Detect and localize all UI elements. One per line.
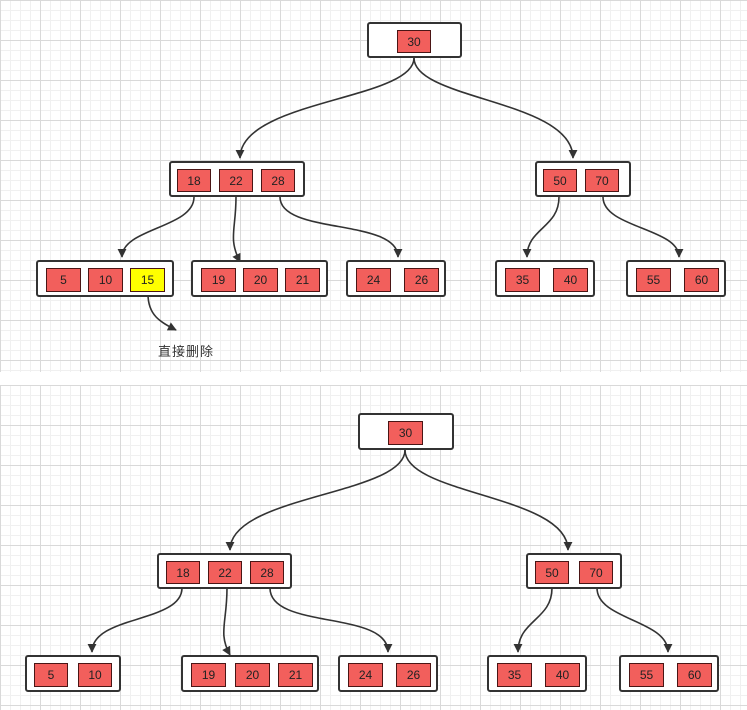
key-60: 60 [677,663,712,687]
edge-right-to-leaf5 [602,196,684,258]
key-20: 20 [235,663,270,687]
edge-left-to-leaf1 [117,196,195,258]
key-15-highlighted: 15 [130,268,165,292]
edge-left-to-leaf1 [87,587,183,653]
panel-separator [0,372,747,385]
key-28: 28 [261,169,295,192]
key-70: 70 [585,169,619,192]
key-60: 60 [684,268,719,292]
key-5: 5 [46,268,81,292]
leaf-node-5: 55 60 [619,655,719,692]
root-node: 30 [367,22,462,58]
key-22: 22 [208,561,242,584]
key-10: 10 [78,663,112,687]
key-26: 26 [396,663,431,687]
internal-node-left: 18 22 28 [157,553,292,589]
leaf-node-4: 35 40 [487,655,587,692]
edge-right-to-leaf4 [522,196,560,258]
key-18: 18 [166,561,200,584]
leaf-node-1: 5 10 15 [36,260,174,297]
diagram-before-delete: 30 18 22 28 50 70 5 10 15 19 20 21 24 26… [0,0,747,372]
key-35: 35 [497,663,532,687]
key-40: 40 [545,663,580,687]
edge-right-to-leaf5 [596,587,673,653]
edge-right-to-leaf4 [513,587,553,653]
key-5: 5 [34,663,68,687]
key-35: 35 [505,268,540,292]
leaf-node-4: 35 40 [495,260,595,297]
leaf-node-3: 24 26 [338,655,438,692]
internal-node-left: 18 22 28 [169,161,305,197]
key-19: 19 [201,268,236,292]
key-50: 50 [543,169,577,192]
edge-left-to-leaf2 [232,196,241,263]
key-30: 30 [397,30,431,53]
edge-root-to-right [413,57,578,159]
edge-delete-arrow [147,293,177,331]
key-18: 18 [177,169,211,192]
delete-note: 直接删除 [158,345,215,360]
key-55: 55 [629,663,664,687]
key-20: 20 [243,268,278,292]
internal-node-right: 50 70 [526,553,622,589]
key-50: 50 [535,561,569,584]
key-24: 24 [348,663,383,687]
key-21: 21 [278,663,313,687]
key-22: 22 [219,169,253,192]
leaf-node-2: 19 20 21 [181,655,319,692]
edge-left-to-leaf3 [279,196,403,258]
leaf-node-1: 5 10 [25,655,121,692]
edge-root-to-left [225,449,406,551]
edge-root-to-left [235,57,415,159]
leaf-node-2: 19 20 21 [191,260,328,297]
key-55: 55 [636,268,671,292]
edge-root-to-right [404,449,573,551]
key-21: 21 [285,268,320,292]
diagram-after-delete: 30 18 22 28 50 70 5 10 19 20 21 24 26 35… [0,385,747,710]
key-40: 40 [553,268,588,292]
leaf-node-3: 24 26 [346,260,446,297]
key-30: 30 [388,421,423,445]
tree-edges [87,449,673,656]
key-24: 24 [356,268,391,292]
key-28: 28 [250,561,284,584]
key-10: 10 [88,268,123,292]
edge-left-to-leaf2 [222,587,231,656]
key-26: 26 [404,268,439,292]
key-19: 19 [191,663,226,687]
leaf-node-5: 55 60 [626,260,726,297]
edge-left-to-leaf3 [269,587,393,653]
internal-node-right: 50 70 [535,161,631,197]
root-node: 30 [358,413,454,450]
tree-edges [117,57,684,331]
key-70: 70 [579,561,613,584]
